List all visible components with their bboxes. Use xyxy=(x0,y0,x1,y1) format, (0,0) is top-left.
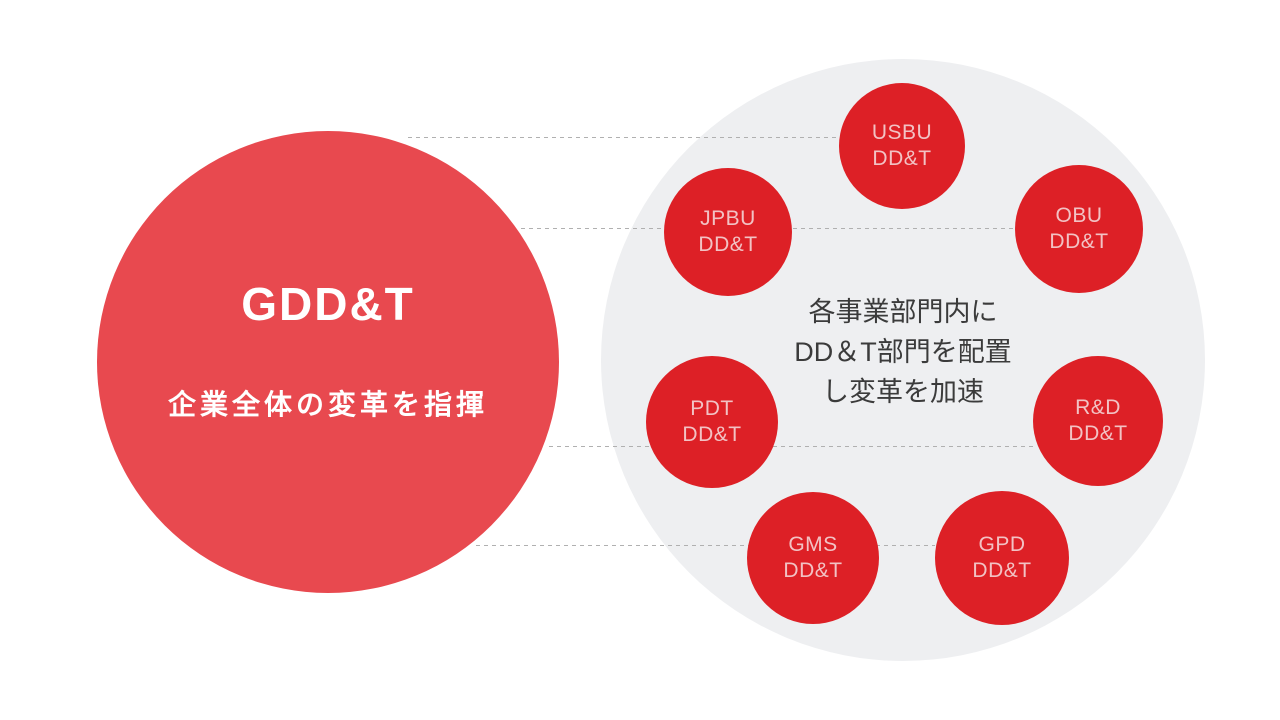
unit-circle-gpd: GPD DD&T xyxy=(935,491,1069,625)
unit-circle-obu: OBU DD&T xyxy=(1015,165,1143,293)
unit-label-obu: OBU DD&T xyxy=(1049,204,1109,253)
unit-circle-rd: R&D DD&T xyxy=(1033,356,1163,486)
unit-label-rd: R&D DD&T xyxy=(1068,396,1128,445)
unit-circle-pdt: PDT DD&T xyxy=(646,356,778,488)
unit-label-gpd: GPD DD&T xyxy=(972,533,1032,582)
unit-label-gms: GMS DD&T xyxy=(783,533,843,582)
unit-label-usbu: USBU DD&T xyxy=(871,121,933,170)
connector-line-usbu xyxy=(408,137,839,138)
connector-line-rd xyxy=(549,446,1033,447)
unit-label-jpbu: JPBU DD&T xyxy=(698,207,758,256)
gddt-subtitle: 企業全体の変革を指揮 xyxy=(167,389,488,420)
business-units-caption: 各事業部門内に DD＆T部門を配置 し変革を加速 xyxy=(794,297,1012,407)
unit-circle-usbu: USBU DD&T xyxy=(839,83,965,209)
gddt-title: GDD&T xyxy=(241,278,415,330)
gddt-circle: GDD&T 企業全体の変革を指揮 xyxy=(97,131,559,593)
unit-circle-jpbu: JPBU DD&T xyxy=(664,168,792,296)
connector-line-gpd xyxy=(476,545,935,546)
unit-circle-gms: GMS DD&T xyxy=(747,492,879,624)
unit-label-pdt: PDT DD&T xyxy=(682,397,742,446)
